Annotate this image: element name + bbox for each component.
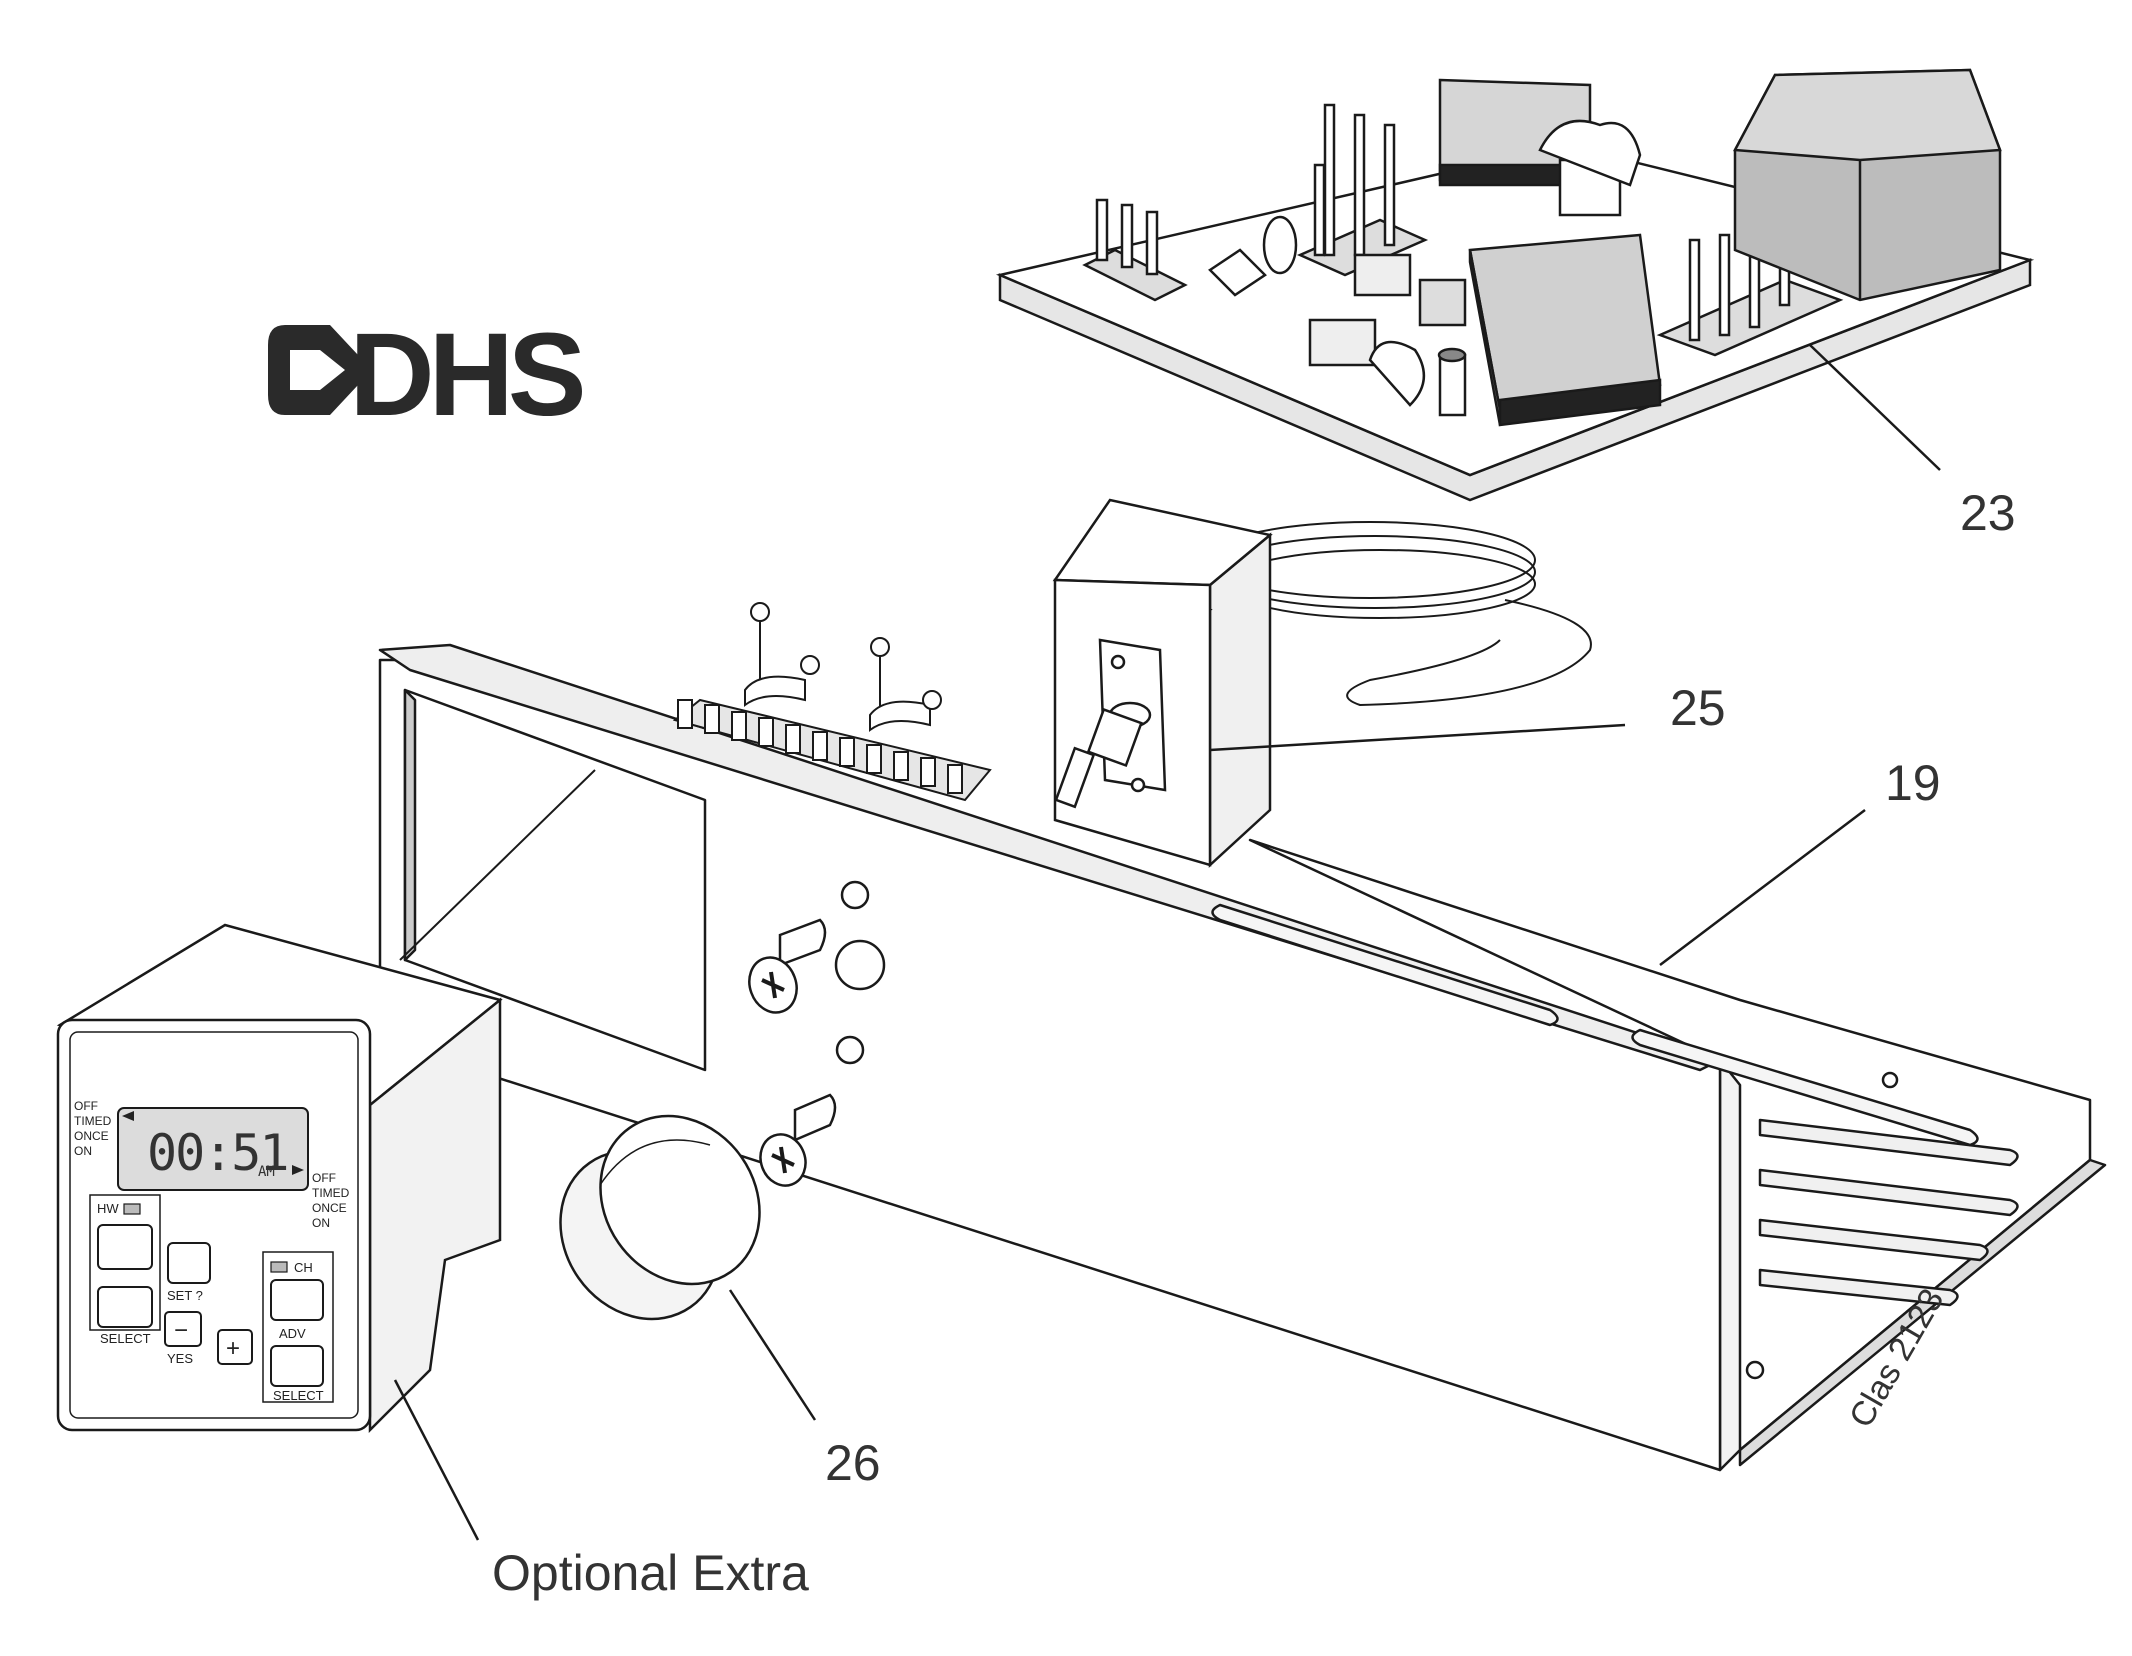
thermostat-knob xyxy=(559,1114,761,1321)
pcb-board xyxy=(995,68,2035,502)
panel-screw-lower xyxy=(759,1093,837,1187)
mode-timed-right: TIMED xyxy=(312,1186,350,1200)
chassis-panel-holes xyxy=(834,880,886,1065)
set-button[interactable] xyxy=(167,1242,211,1284)
timer-lcd-ampm: AM xyxy=(258,1164,275,1180)
mode-once-left: ONCE xyxy=(74,1129,109,1143)
pcb-header-left xyxy=(1082,198,1188,302)
lcd-left-marker-icon xyxy=(122,1111,134,1121)
pcb-relay-large xyxy=(1468,233,1662,427)
dhs-logo: DHS xyxy=(268,309,589,441)
terminal-block xyxy=(672,602,992,802)
ch-label: CH xyxy=(294,1260,313,1275)
yes-label: YES xyxy=(167,1351,193,1366)
chassis-side-wall xyxy=(1718,1058,1742,1472)
timer-lcd-time: 00:51 xyxy=(147,1124,288,1182)
callout-leader-thermostat xyxy=(1209,723,1626,752)
mode-on-right: ON xyxy=(312,1216,330,1230)
callout-knob: 26 xyxy=(825,1435,881,1491)
minus-button[interactable] xyxy=(164,1311,202,1347)
callout-leader-timer xyxy=(393,1379,480,1541)
thermostat xyxy=(1052,498,1592,868)
ch-indicator-icon xyxy=(270,1261,288,1273)
ch-group-frame xyxy=(262,1251,334,1403)
timer-panel: OFF TIMED ONCE ON 00:51 AM OFF TIMED ONC… xyxy=(74,1099,350,1403)
thermostat-spindle xyxy=(1054,701,1152,809)
ch-select-button[interactable] xyxy=(270,1345,324,1387)
callout-leader-pcb xyxy=(1809,344,1941,471)
plus-label: + xyxy=(226,1335,240,1362)
ch-select-label: SELECT xyxy=(273,1388,324,1403)
minus-label: − xyxy=(174,1317,188,1344)
timer-mode-list-right: OFF TIMED ONCE ON xyxy=(312,1171,350,1230)
callout-leader-knob xyxy=(728,1289,817,1421)
timer-mode-list-left: OFF TIMED ONCE ON xyxy=(74,1099,112,1158)
callout-thermostat: 25 xyxy=(1670,680,1726,736)
hw-select-label: SELECT xyxy=(100,1331,151,1346)
thermostat-body-side xyxy=(1208,532,1272,868)
mode-timed-left: TIMED xyxy=(74,1114,112,1128)
callout-timer: Optional Extra xyxy=(492,1545,809,1601)
hw-label: HW xyxy=(97,1201,119,1216)
hw-indicator-icon xyxy=(123,1203,141,1215)
pcb-transformer xyxy=(1732,68,2002,302)
mode-once-right: ONCE xyxy=(312,1201,347,1215)
chassis-vents xyxy=(1758,1118,2019,1307)
terminal-clamps xyxy=(744,602,942,732)
pcb-components xyxy=(1208,119,1642,417)
timer-guide-line xyxy=(399,769,596,961)
callout-leader-chassis xyxy=(1659,809,1866,966)
callout-chassis: 19 xyxy=(1885,755,1941,811)
pcb-header-middle xyxy=(1296,103,1429,277)
mode-on-left: ON xyxy=(74,1144,92,1158)
lcd-right-marker-icon xyxy=(292,1165,304,1175)
set-label: SET ? xyxy=(167,1288,203,1303)
timer-housing-side xyxy=(368,997,502,1434)
hw-button[interactable] xyxy=(97,1224,153,1270)
dhs-logo-arrow-icon xyxy=(268,325,372,415)
mode-off-left: OFF xyxy=(74,1099,98,1113)
chassis xyxy=(378,643,2107,1472)
callout-pcb: 23 xyxy=(1960,485,2016,541)
hw-group-frame xyxy=(89,1194,161,1331)
chassis-flange-slot xyxy=(1211,903,1559,1027)
dhs-logo-text: DHS xyxy=(349,309,582,441)
timer-lcd xyxy=(117,1107,309,1191)
hw-select-button[interactable] xyxy=(97,1286,153,1328)
mode-off-right: OFF xyxy=(312,1171,336,1185)
ch-button[interactable] xyxy=(270,1279,324,1321)
adv-label: ADV xyxy=(279,1326,306,1341)
plus-button[interactable] xyxy=(217,1329,253,1365)
panel-screw-upper xyxy=(748,918,827,1014)
